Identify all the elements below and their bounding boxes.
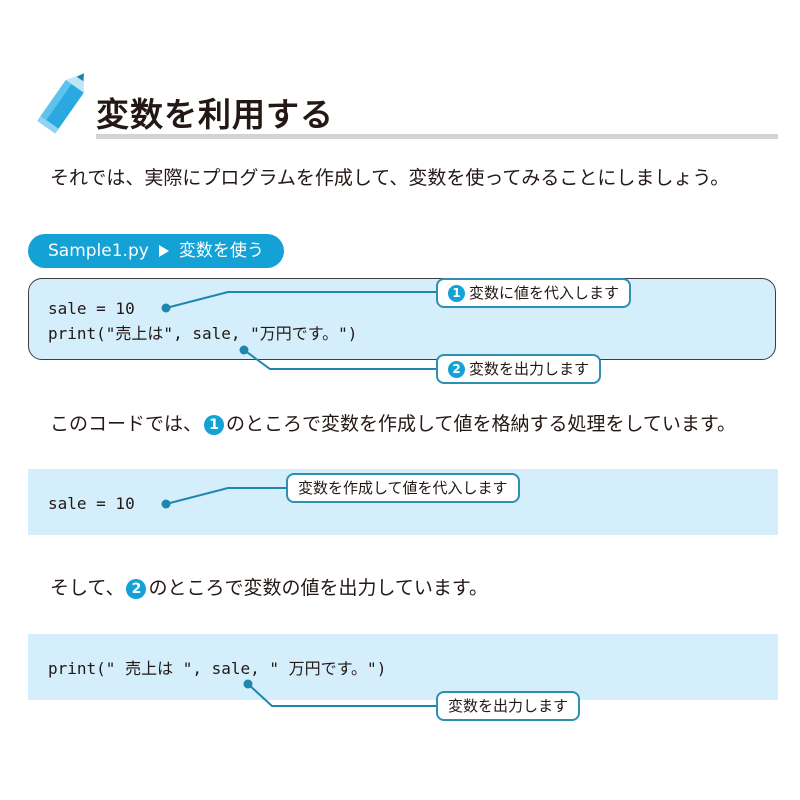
play-triangle-icon: [158, 245, 169, 257]
para2-before: このコードでは、: [50, 413, 203, 435]
para2-after: のところで変数を作成して値を格納する処理をしています。: [226, 413, 736, 435]
marker-1-icon: 1: [204, 415, 225, 435]
code-line-print-2: print(" 売上は ", sale, " 万円です。"): [48, 659, 387, 678]
callout-output-2-text: 変数を出力します: [448, 697, 569, 715]
para3-after: のところで変数の値を出力しています。: [148, 577, 489, 599]
code-line-sale: sale = 10: [48, 299, 135, 318]
callout-assign-text: 変数に値を代入します: [469, 284, 620, 302]
code-line-print: print("売上は", sale, "万円です。"): [48, 324, 358, 343]
section-title: 変数を利用する: [96, 95, 334, 134]
intro-paragraph: それでは、実際にプログラムを作成して、変数を使ってみることにしましょう。: [50, 167, 730, 189]
code-line-sale-2: sale = 10: [48, 494, 135, 513]
callout-create-assign: 変数を作成して値を代入します: [286, 473, 520, 503]
callout-assign: 1 変数に値を代入します: [436, 278, 632, 308]
code-block-3: [28, 634, 778, 700]
callout-output-2: 変数を出力します: [436, 691, 581, 721]
marker-2-icon: 2: [126, 579, 147, 599]
callout-create-assign-text: 変数を作成して値を代入します: [298, 479, 508, 497]
marker-1-icon: 1: [448, 284, 465, 302]
pencil-icon: [37, 73, 85, 134]
sample-tab: Sample1.py 変数を使う: [28, 234, 284, 268]
sample-caption: 変数を使う: [178, 241, 264, 261]
callout-output: 2 変数を出力します: [436, 354, 602, 384]
para3-before: そして、: [50, 577, 125, 599]
title-underline: [96, 134, 778, 139]
marker-2-icon: 2: [448, 360, 465, 378]
callout-output-text: 変数を出力します: [469, 360, 590, 378]
sample-filename: Sample1.py: [48, 241, 149, 261]
